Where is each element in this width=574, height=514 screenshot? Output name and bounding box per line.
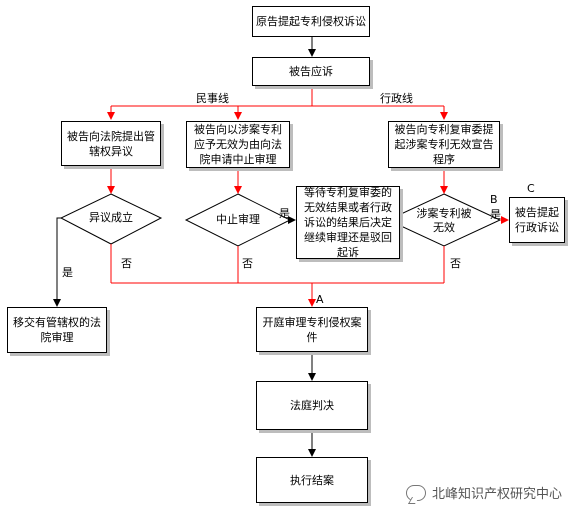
node-objection-ok: 异议成立: [89, 211, 133, 224]
edge-objection-yes: [53, 217, 61, 307]
node-execute: 执行结案: [256, 457, 368, 503]
node-wait-result: 等待专利复审委的无效结果或者行政诉讼的结果后决定继续审理还是驳回起诉: [296, 186, 400, 259]
node-suspend-trial: 中止审理: [216, 213, 260, 226]
node-judgment: 法庭判决: [256, 381, 368, 430]
label-no-right: 否: [450, 257, 461, 270]
label-admin-line: 行政线: [380, 92, 413, 105]
watermark: 北峰知识产权研究中心: [405, 483, 562, 502]
label-letter-a: A: [316, 293, 324, 306]
node-review-board: 被告向专利复审委提起涉案专利无效宣告程序: [388, 121, 500, 168]
label-yes-left: 是: [62, 266, 73, 279]
label-letter-b: B: [490, 193, 498, 206]
label-no-left: 否: [121, 257, 132, 270]
label-yes-right: 是: [490, 208, 501, 221]
label-letter-c: C: [527, 182, 535, 195]
node-transfer-court: 移交有管辖权的法院审理: [7, 307, 107, 353]
node-jurisdiction-objection: 被告向法院提出管辖权异议: [61, 121, 161, 166]
label-no-mid: 否: [242, 257, 253, 270]
watermark-text: 北峰知识产权研究中心: [431, 487, 562, 502]
node-invalid-request: 被告向以涉案专利应予无效为由向法院申请中止审理: [186, 121, 290, 168]
node-plaintiff-suit: 原告提起专利侵权诉讼: [252, 6, 370, 37]
label-yes-mid: 是: [279, 207, 290, 220]
chat-bubble-icon: [405, 484, 426, 501]
node-admin-suit: 被告提起行政诉讼: [509, 197, 565, 243]
node-defendant-response: 被告应诉: [252, 57, 370, 86]
node-patent-invalid: 涉案专利被无效: [416, 207, 472, 234]
node-trial: 开庭审理专利侵权案件: [256, 307, 368, 352]
label-civil-line: 民事线: [196, 92, 229, 105]
